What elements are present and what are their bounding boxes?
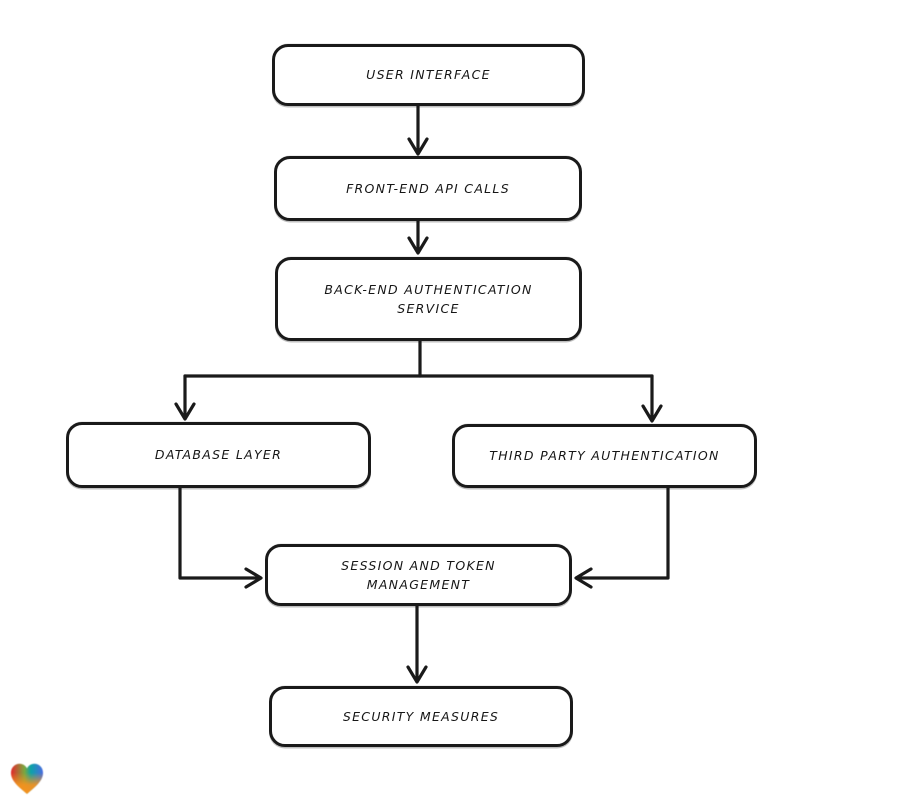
node-label-database-layer: DATABASE LAYER xyxy=(154,447,283,463)
node-security-measures[interactable]: SECURITY MEASURES xyxy=(269,686,573,747)
edge-back-end-branch xyxy=(174,339,663,423)
edge-third-party-to-session xyxy=(574,486,670,589)
edge-database-to-session xyxy=(178,486,263,589)
node-back-end-authentication-service[interactable]: BACK-END AUTHENTICATION SERVICE xyxy=(275,257,582,341)
node-label-front-end-api-calls: FRONT-END API CALLS xyxy=(346,180,510,196)
node-label-session-and-token-management: SESSION AND TOKEN MANAGEMENT xyxy=(341,557,496,592)
edge-front-end-to-back-end xyxy=(407,219,429,255)
node-third-party-authentication[interactable]: THIRD PARTY AUTHENTICATION xyxy=(452,424,757,488)
eraser-heart-logo[interactable] xyxy=(8,760,46,798)
node-label-security-measures: SECURITY MEASURES xyxy=(342,708,500,724)
edge-user-interface-to-front-end xyxy=(407,104,429,156)
node-database-layer[interactable]: DATABASE LAYER xyxy=(66,422,371,488)
node-front-end-api-calls[interactable]: FRONT-END API CALLS xyxy=(274,156,582,221)
node-user-interface[interactable]: USER INTERFACE xyxy=(272,44,585,106)
node-session-and-token-management[interactable]: SESSION AND TOKEN MANAGEMENT xyxy=(265,544,572,606)
edge-session-to-security xyxy=(406,604,428,684)
node-label-user-interface: USER INTERFACE xyxy=(366,67,491,83)
node-label-third-party-authentication: THIRD PARTY AUTHENTICATION xyxy=(489,448,720,464)
node-label-back-end-authentication-service: BACK-END AUTHENTICATION SERVICE xyxy=(324,281,533,316)
